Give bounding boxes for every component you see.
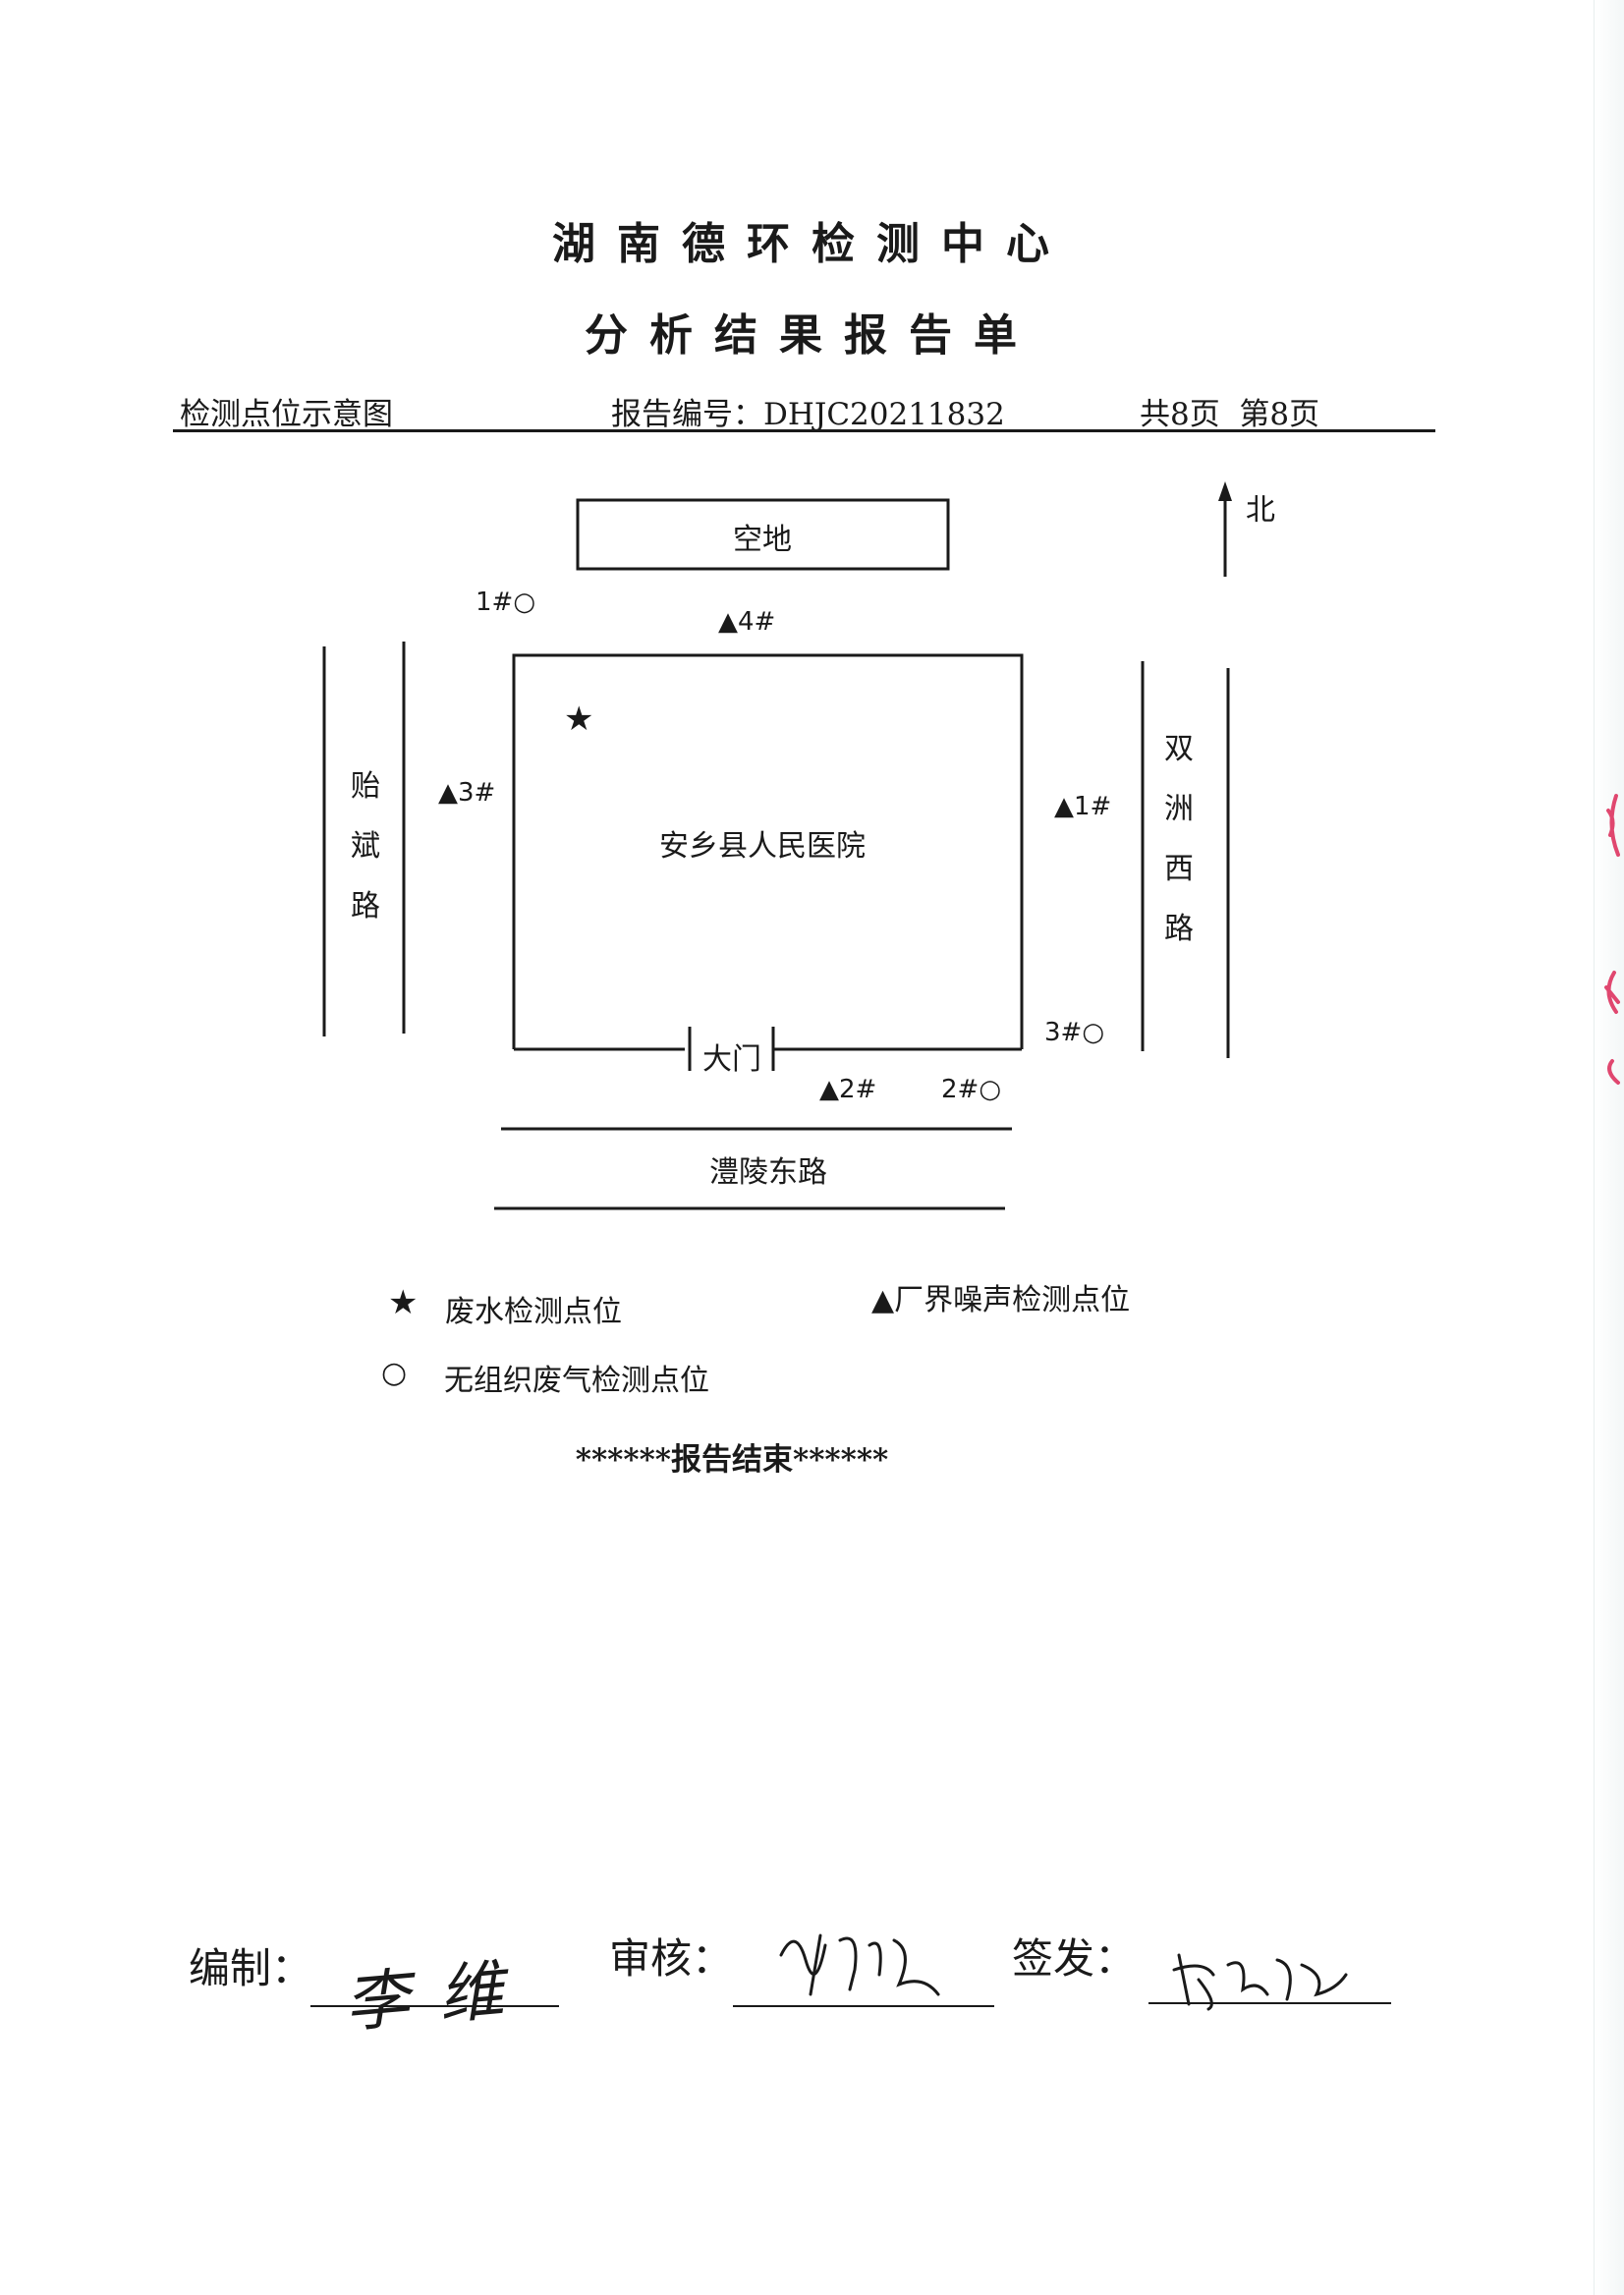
site-name: 安乡县人民医院 [659, 829, 866, 864]
legend-star-icon: ★ [388, 1283, 419, 1322]
issuer-signature [1172, 1953, 1348, 2011]
east-road-name: 双洲西路 [1164, 732, 1194, 946]
reviewed-signature-line [733, 2005, 994, 2007]
gate-label: 大门 [702, 1042, 761, 1077]
west-road-name: 贻斌路 [351, 769, 380, 924]
report-number-value: DHJC20211832 [763, 397, 1005, 432]
report-number-label: 报告编号： [611, 397, 763, 432]
report-end-marker: ******报告结束****** [575, 1442, 889, 1478]
legend-circle-icon: ○ [381, 1356, 408, 1390]
gas-point-1: 1#○ [476, 588, 536, 617]
noise-point-4: ▲4# [718, 607, 776, 637]
south-road-name: 澧陵东路 [709, 1155, 827, 1190]
page-edge [1594, 0, 1624, 2295]
noise-point-2: ▲2# [819, 1075, 877, 1104]
header-rule [173, 429, 1435, 432]
compiled-by-signature: 李维 [341, 1949, 536, 2043]
compiled-by-label: 编制： [189, 1944, 313, 1992]
noise-point-1: ▲1# [1054, 792, 1112, 821]
wastewater-star-icon: ★ [564, 700, 594, 739]
vacant-lot-label: 空地 [733, 523, 792, 557]
stamp-fragment [1604, 794, 1620, 1085]
legend-gas: 无组织废气检测点位 [444, 1364, 709, 1398]
reviewed-by-label: 审核： [609, 1934, 734, 1983]
noise-point-3: ▲3# [438, 778, 496, 808]
reviewer-signature [779, 1933, 940, 1996]
compiled-signature-line [310, 2005, 559, 2007]
report-number: 报告编号：DHJC20211832 [611, 389, 1005, 433]
hospital-outline [512, 653, 1024, 1049]
legend-noise: ▲厂界噪声检测点位 [871, 1283, 1131, 1317]
legend-wastewater: 废水检测点位 [445, 1295, 622, 1329]
issued-by-label: 签发： [1012, 1934, 1137, 1983]
document-title: 分析结果报告单 [585, 310, 1038, 361]
north-arrow-head [1218, 481, 1232, 501]
gas-point-2: 2#○ [941, 1075, 1002, 1104]
org-title: 湖南德环检测中心 [552, 219, 1071, 269]
north-label: 北 [1246, 493, 1275, 528]
vacant-lot-box [576, 498, 950, 571]
section-label: 检测点位示意图 [180, 397, 393, 432]
gas-point-3: 3#○ [1044, 1018, 1105, 1047]
issued-signature-line [1148, 2002, 1391, 2004]
site-map [322, 481, 1232, 1210]
page-info: 共8页 第8页 [1140, 397, 1320, 432]
